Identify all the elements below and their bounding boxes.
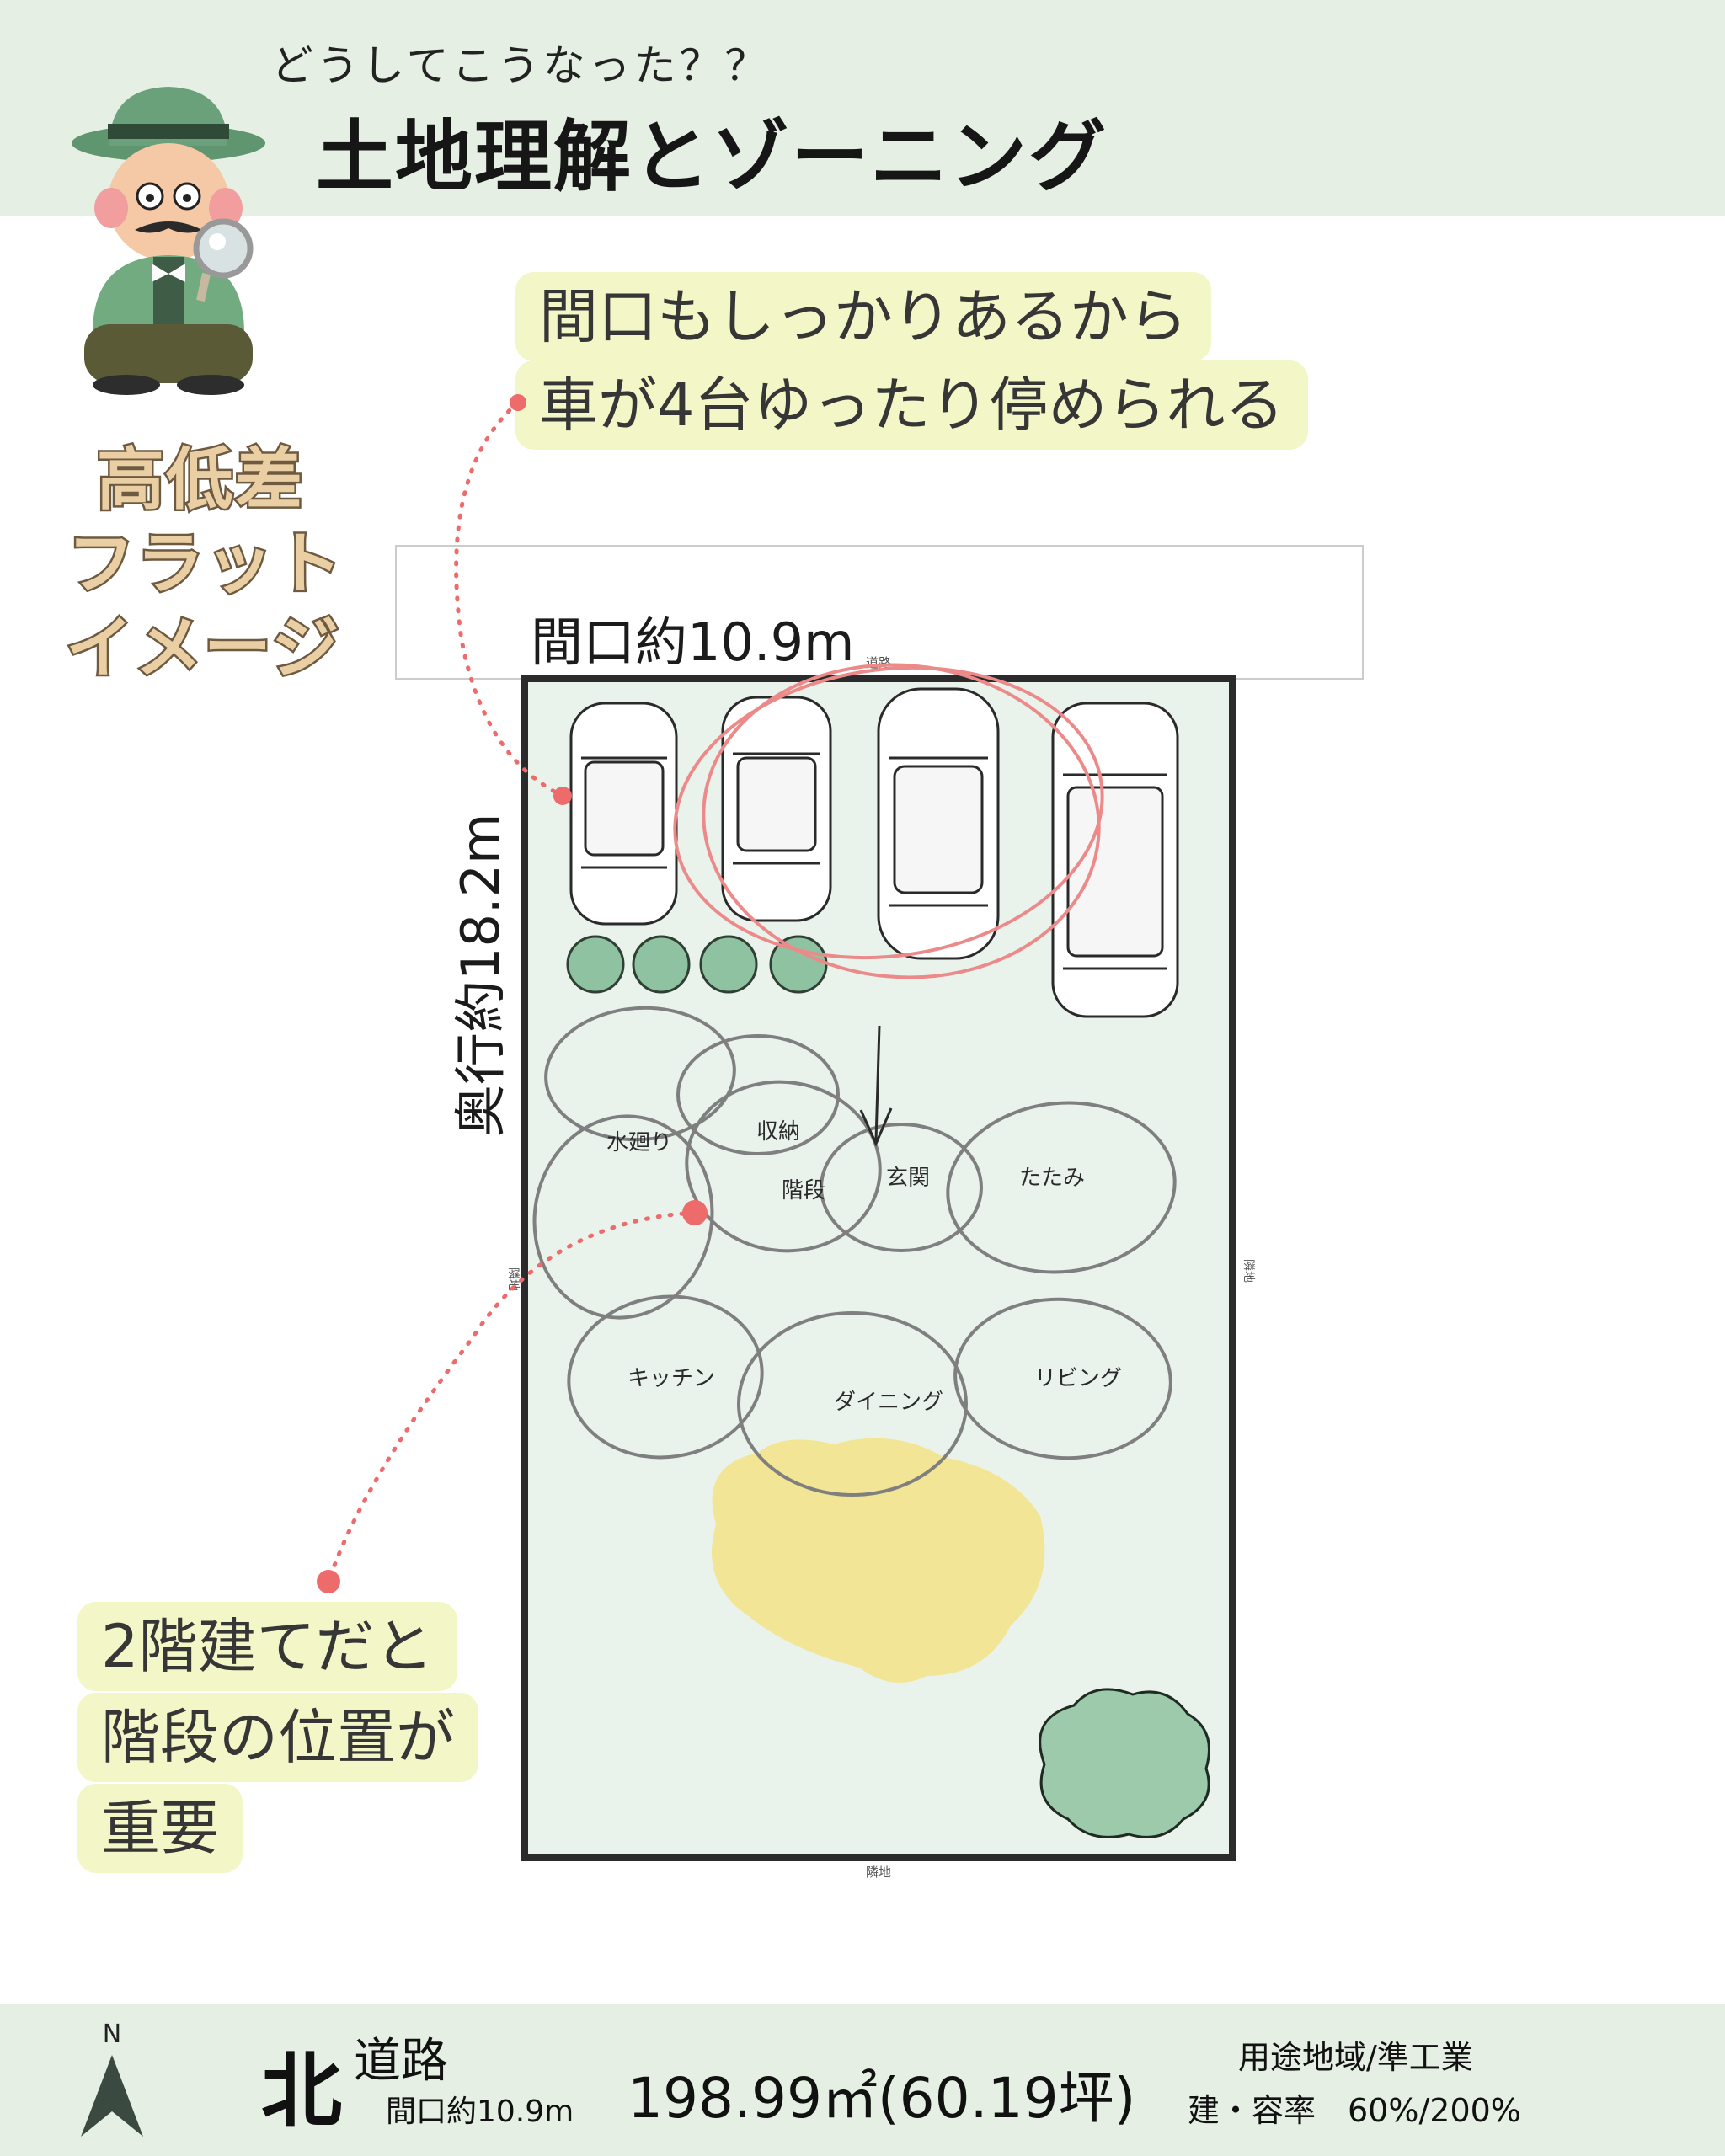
header-band <box>0 0 1725 216</box>
shrub-3 <box>699 935 758 994</box>
compass-arrow-icon: N <box>81 2020 143 2137</box>
zone-stairs: 階段 <box>782 1178 825 1203</box>
shrub-2 <box>632 935 691 994</box>
neighbor-bottom-label: 隣地 <box>866 1865 891 1880</box>
parking-callout-line2: 車が4台ゆったり停められる <box>515 360 1308 450</box>
side-label-flat: フラット <box>66 523 344 606</box>
side-label-elevation: 高低差 <box>95 439 305 521</box>
zone-tatami: たたみ <box>1019 1166 1085 1191</box>
footer-band <box>0 2004 1725 2156</box>
parking-circle-2 <box>702 663 1101 979</box>
neighbor-right-label: 隣地 <box>1242 1259 1255 1283</box>
parking-circle-1 <box>673 665 1104 960</box>
car-4-icon <box>1051 702 1179 1018</box>
header-subtitle: どうしてこうなった？？ <box>271 41 771 90</box>
parking-leader <box>454 400 565 798</box>
parking-callout-line1: 間口もしっかりあるから <box>515 272 1211 361</box>
depth-label: 奥行約18.2m <box>450 813 511 1137</box>
entrance-arrow <box>859 1025 893 1147</box>
footer-ratio: 建・容率 60%/200% <box>1188 2092 1521 2129</box>
leader-dot-parking-start <box>510 394 526 411</box>
side-label-image: イメージ <box>63 607 341 690</box>
footer-road: 道路 <box>354 2034 448 2089</box>
stairs-callout-line3: 重要 <box>77 1784 243 1873</box>
footer-area: 198.99㎡(60.19坪) <box>628 2066 1136 2131</box>
footer-frontage: 間口約10.9m <box>386 2095 574 2129</box>
car-2-icon <box>721 696 832 922</box>
stairs-callout-line2: 階段の位置が <box>77 1693 478 1782</box>
page-title: 土地理解とゾーニング <box>316 112 1108 202</box>
stairs-callout-line1: 2階建てだと <box>77 1602 457 1691</box>
zone-plumbing: 水廻り <box>606 1130 672 1155</box>
magnifier-icon <box>193 218 254 302</box>
footer-north: 北 <box>261 2044 342 2138</box>
leader-dot-stairs-start <box>682 1200 708 1225</box>
shrub-1 <box>566 935 625 994</box>
zone-entrance: 玄関 <box>886 1166 930 1191</box>
zone-living: リビング <box>1034 1366 1122 1391</box>
detective-illustration <box>72 87 265 395</box>
car-1-icon <box>569 702 678 926</box>
leader-dot-parking-end <box>553 787 572 805</box>
zone-kitchen: キッチン <box>628 1366 715 1391</box>
leader-dot-stairs-end <box>317 1570 340 1593</box>
neighbor-left-label: 隣地 <box>506 1267 520 1291</box>
tree-icon <box>1039 1688 1210 1838</box>
zone-dining: ダイニング <box>834 1390 943 1415</box>
zone-storage: 収納 <box>756 1119 800 1145</box>
car-3-icon <box>877 687 1000 960</box>
compass-n-label: N <box>103 2020 121 2049</box>
footer-zoning: 用途地域/準工業 <box>1238 2039 1473 2076</box>
frontage-label: 間口約10.9m <box>531 611 855 673</box>
site-plan: 道路 隣地 隣地 隣地 <box>317 394 1364 1880</box>
sunlight-zone <box>712 1438 1045 1683</box>
